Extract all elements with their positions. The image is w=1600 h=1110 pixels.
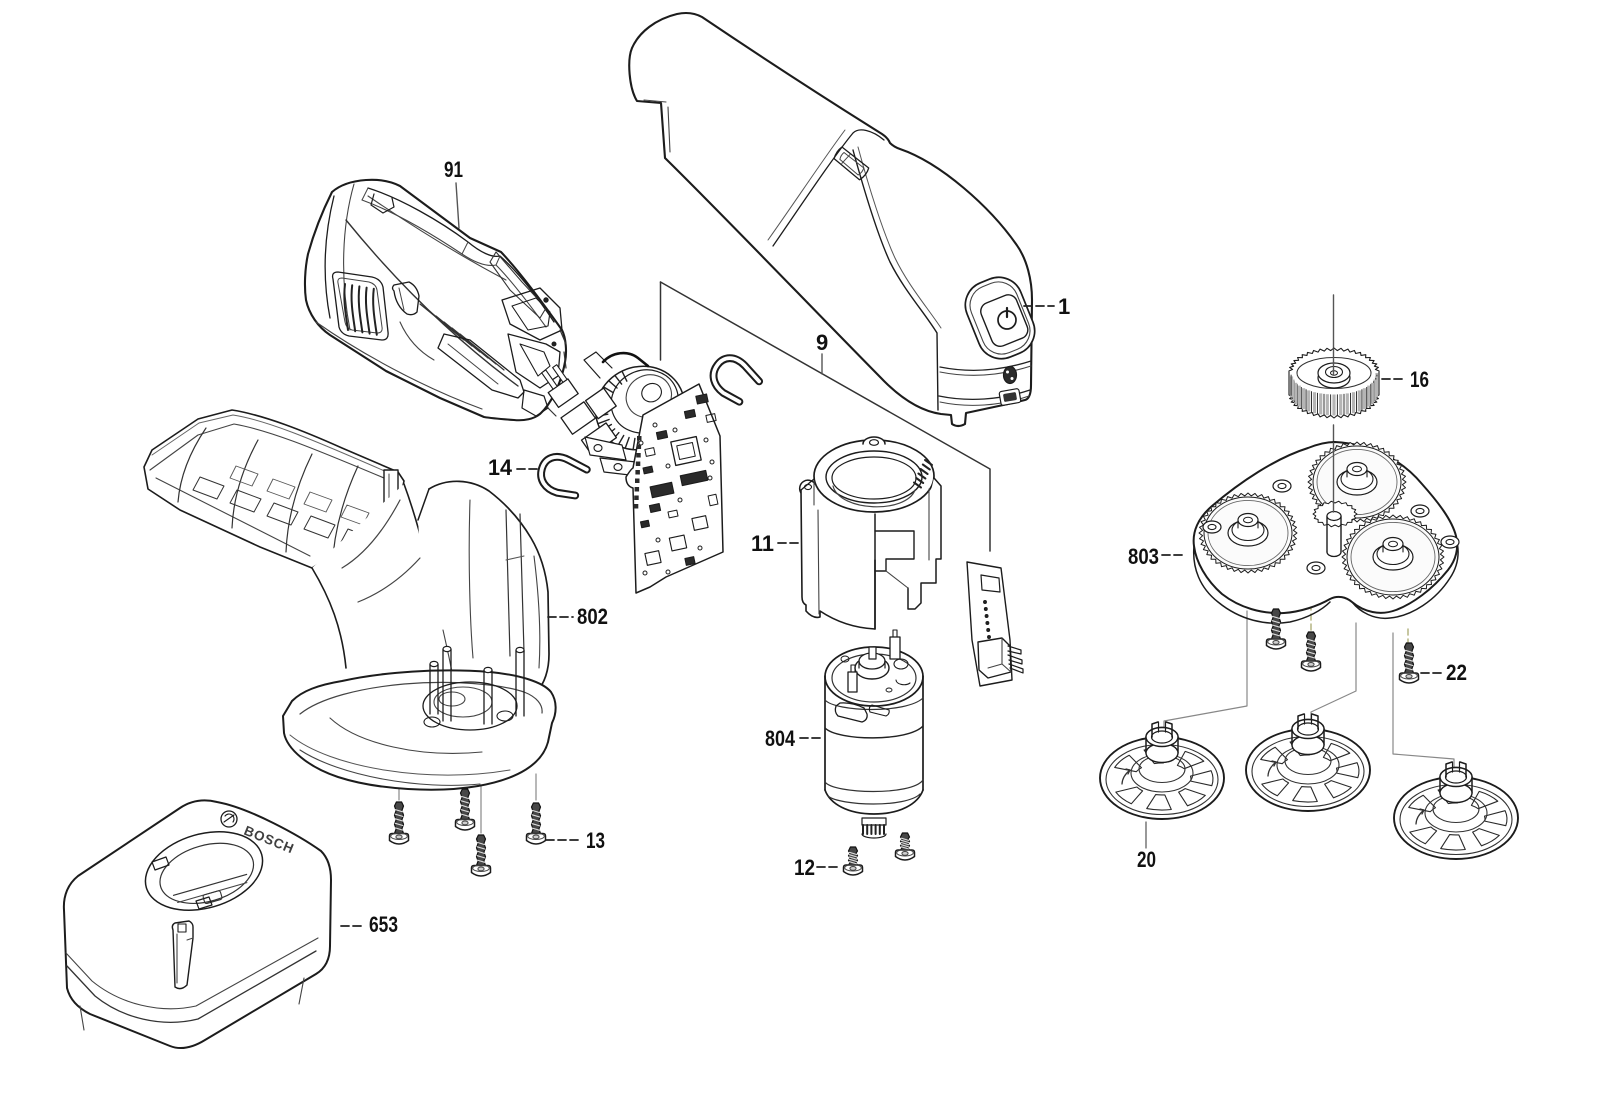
svg-text:91: 91 xyxy=(444,157,463,182)
svg-text:14: 14 xyxy=(488,455,513,480)
svg-text:1: 1 xyxy=(1058,294,1070,319)
svg-text:16: 16 xyxy=(1410,367,1429,392)
svg-text:9: 9 xyxy=(816,330,828,355)
svg-text:13: 13 xyxy=(586,828,605,853)
svg-text:22: 22 xyxy=(1446,660,1467,685)
svg-text:804: 804 xyxy=(765,726,796,751)
svg-text:803: 803 xyxy=(1128,544,1159,569)
svg-text:12: 12 xyxy=(794,855,815,880)
svg-text:11: 11 xyxy=(751,531,774,556)
svg-text:653: 653 xyxy=(369,912,398,937)
svg-text:20: 20 xyxy=(1137,847,1156,872)
svg-text:802: 802 xyxy=(577,604,608,629)
